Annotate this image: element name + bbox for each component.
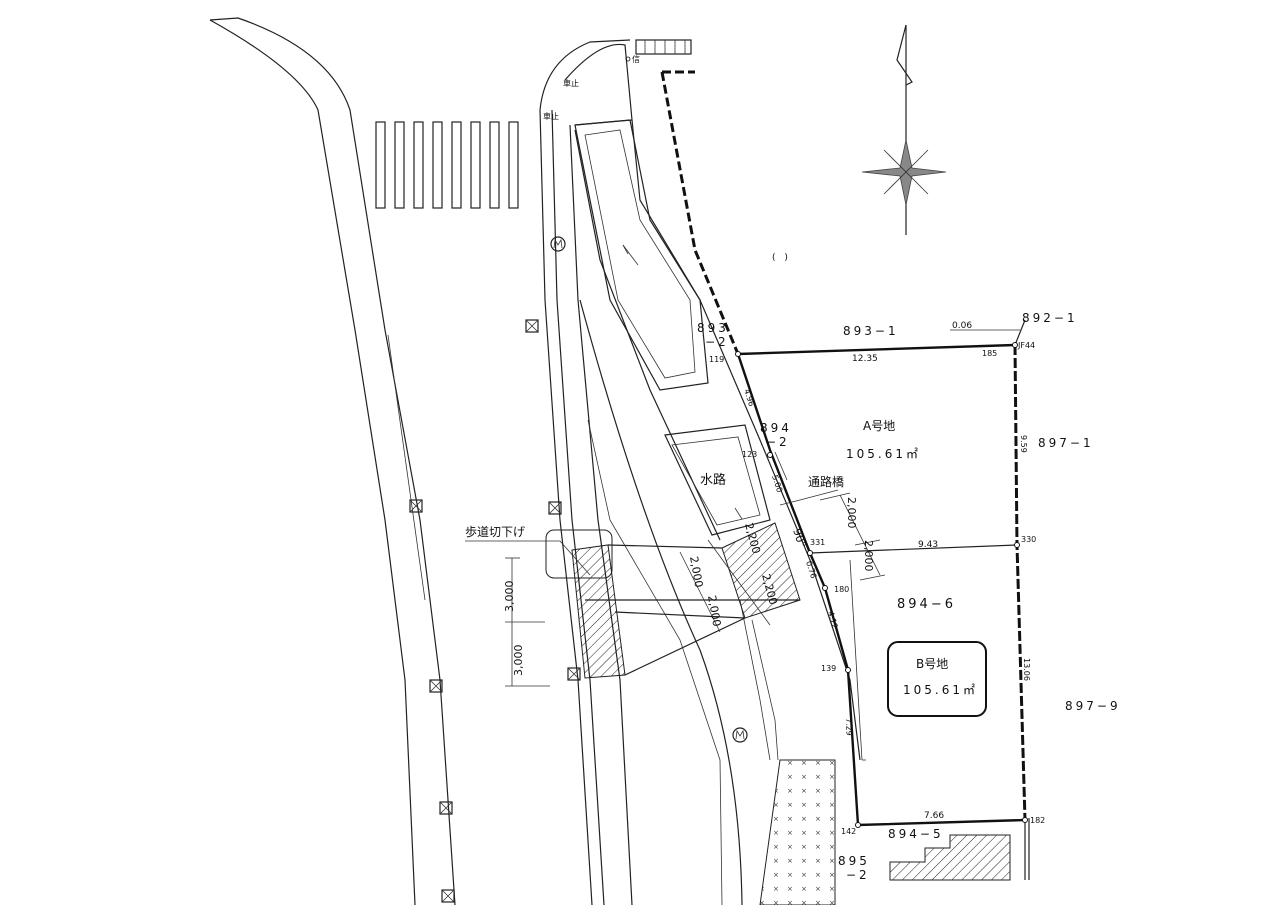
dim-12-35: 12.35 [852,354,878,364]
dim-9-43: 9.43 [918,540,938,550]
dimension-lines [465,329,1020,687]
lot-b-area: 105.61㎡ [903,683,978,697]
point-182: 182 [1030,816,1045,825]
parcel-labels: 893−1 892−1 893 −2 894 −2 897−1 894−6 89… [697,311,1121,882]
point-139: 139 [821,664,836,673]
sidewalk-cut-label: 歩道切下げ [465,524,525,539]
paved-area [759,759,836,905]
dim-7-66: 7.66 [924,811,944,821]
point-123: 123 [742,450,757,459]
dim-2000-c: 2,000 [687,555,705,588]
signal-label: 信 [632,54,640,64]
point-142: 142 [841,827,856,836]
dim-2000-a: 2,000 [845,497,858,529]
dim-9-59: 9.59 [1019,435,1028,453]
parcel-895-2-a: 895 [838,854,870,868]
dim-3000-a: 3,000 [503,581,516,613]
parcel-893-1: 893−1 [843,324,899,338]
parcel-893-2-b: −2 [705,335,729,349]
parcel-897-1: 897−1 [1038,436,1094,450]
parenthesis-label: ( ) [772,253,791,263]
north-arrow-icon [861,24,947,235]
dim-0-76: 0.76 [804,560,818,580]
crosswalk [375,121,519,209]
dimension-labels: 12.35 0.06 9.59 4.96 5.00 9.43 0.76 4.12… [503,321,1031,821]
lot-b-box [887,641,987,717]
lot-labels: A号地 105.61㎡ B号地 105.61㎡ [846,419,978,697]
left-road [209,17,456,905]
waterway-label: 水路 [700,472,726,488]
parcel-893-2-a: 893 [697,321,729,335]
point-119: 119 [709,355,724,364]
lot-b-name: B号地 [916,657,948,671]
point-330: 330 [1021,535,1036,544]
parcel-894-2-b: −2 [766,435,790,449]
central-road [539,39,861,905]
parcel-892-1: 892−1 [1022,311,1078,325]
parcel-897-9: 897−9 [1065,699,1121,713]
stop-label-2: 車止 [543,111,559,121]
lot-a-area: 105.61㎡ [846,447,921,461]
dim-5-00: 5.00 [770,474,784,494]
dim-3000-b: 3,000 [512,645,525,677]
stop-label-1: 車止 [563,78,579,88]
boundary-dashed [660,71,740,355]
lot-a-name: A号地 [863,419,895,433]
markers [409,236,748,903]
point-180: 180 [834,585,849,594]
waterway-channels [574,119,771,536]
parcel-894-2-a: 894 [760,421,792,435]
parcel-894-6: 894−6 [897,597,956,612]
point-jf44: JF44 [1017,341,1035,350]
angle-90: 90° [790,527,808,550]
survey-points [735,342,1028,828]
fence [635,39,692,55]
dim-2000-d: 2,000 [705,594,723,627]
dim-0-06: 0.06 [952,321,972,331]
parcel-894-5: 894−5 [888,827,944,841]
passage-bridge-label: 通路橋 [808,474,844,489]
point-labels: 119 185 JF44 123 331 330 180 139 142 182 [709,341,1045,836]
feature-labels: 水路 通路橋 歩道切下げ 車止 車止 信 ( ) [465,54,844,539]
point-331: 331 [810,538,825,547]
point-185: 185 [982,349,997,358]
dim-4-12: 4.12 [826,610,839,630]
dim-7-29: 7.29 [844,718,854,736]
building-outline [889,834,1011,881]
dim-2000-b: 2,000 [862,540,875,572]
dim-13-06: 13.06 [1022,658,1031,681]
parcel-895-2-b: −2 [846,868,870,882]
